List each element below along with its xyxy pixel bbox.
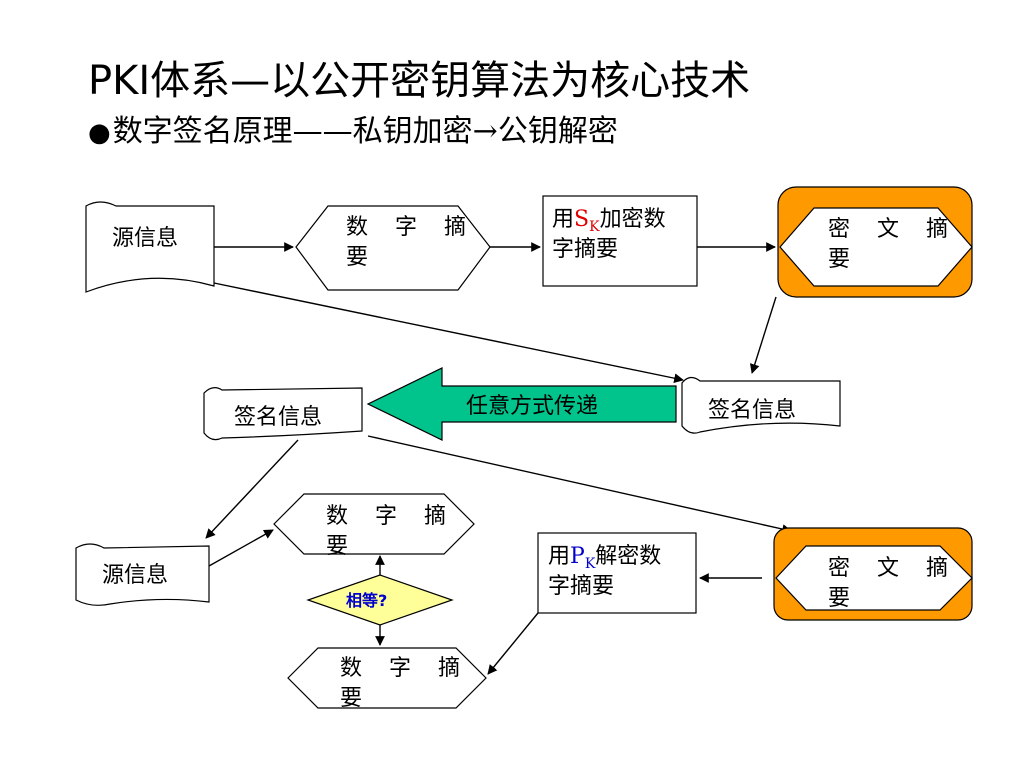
verify-digest-box: 用PK解密数 字摘要 bbox=[537, 532, 697, 614]
equality-diamond: 相等? bbox=[306, 574, 454, 626]
source-info-top-label: 源信息 bbox=[112, 226, 178, 251]
signed-info-right-node: 签名信息 bbox=[681, 376, 841, 434]
cipher-digest-top-node: 密 文 摘 要 bbox=[777, 186, 973, 298]
bullet-icon: ● bbox=[88, 118, 111, 148]
verify-box-line2: 字摘要 bbox=[548, 574, 614, 599]
cipher-digest-bottom-node: 密 文 摘 要 bbox=[773, 527, 973, 621]
digest-top-label-2: 要 bbox=[346, 245, 378, 270]
transfer-arrow-label: 任意方式传递 bbox=[466, 394, 598, 419]
cipher-top-label-1: 密 文 摘 bbox=[828, 217, 958, 242]
digest-bottom-label-1: 数 字 摘 bbox=[340, 656, 470, 681]
sign-digest-box: 用SK加密数 字摘要 bbox=[542, 195, 698, 287]
page-subtitle: ●数字签名原理——私钥加密→公钥解密 bbox=[88, 106, 618, 150]
public-key-symbol: P bbox=[570, 544, 585, 569]
sign-box-line2: 字摘要 bbox=[552, 237, 618, 262]
signed-info-left-node: 签名信息 bbox=[203, 387, 363, 441]
digest-top-node: 数 字 摘 要 bbox=[295, 205, 491, 291]
cipher-bottom-label-1: 密 文 摘 bbox=[828, 556, 958, 581]
equality-question-label: 相等? bbox=[346, 591, 387, 610]
source-info-top-node: 源信息 bbox=[85, 201, 215, 293]
source-info-bottom-label: 源信息 bbox=[102, 563, 168, 588]
digest-mid-label-2: 要 bbox=[326, 534, 358, 559]
transfer-arrow: 任意方式传递 bbox=[366, 367, 677, 441]
subtitle-text: 数字签名原理——私钥加密→公钥解密 bbox=[112, 114, 618, 149]
sign-box-line1: 用SK加密数 bbox=[552, 207, 666, 235]
verify-box-line1: 用PK解密数 bbox=[548, 544, 661, 572]
signed-info-left-label: 签名信息 bbox=[234, 405, 322, 430]
signed-info-right-label: 签名信息 bbox=[708, 398, 796, 423]
cipher-bottom-label-2: 要 bbox=[828, 586, 860, 611]
cipher-top-label-2: 要 bbox=[828, 247, 860, 272]
digest-mid-label-1: 数 字 摘 bbox=[326, 504, 456, 529]
digest-bottom-label-2: 要 bbox=[340, 686, 372, 711]
digest-mid-node: 数 字 摘 要 bbox=[273, 493, 475, 559]
digest-top-label-1: 数 字 摘 bbox=[346, 215, 476, 240]
private-key-symbol: S bbox=[574, 207, 589, 232]
digest-bottom-node: 数 字 摘 要 bbox=[287, 647, 487, 711]
source-info-bottom-node: 源信息 bbox=[75, 543, 210, 606]
page-title: PKI体系—以公开密钥算法为核心技术 bbox=[88, 58, 751, 104]
